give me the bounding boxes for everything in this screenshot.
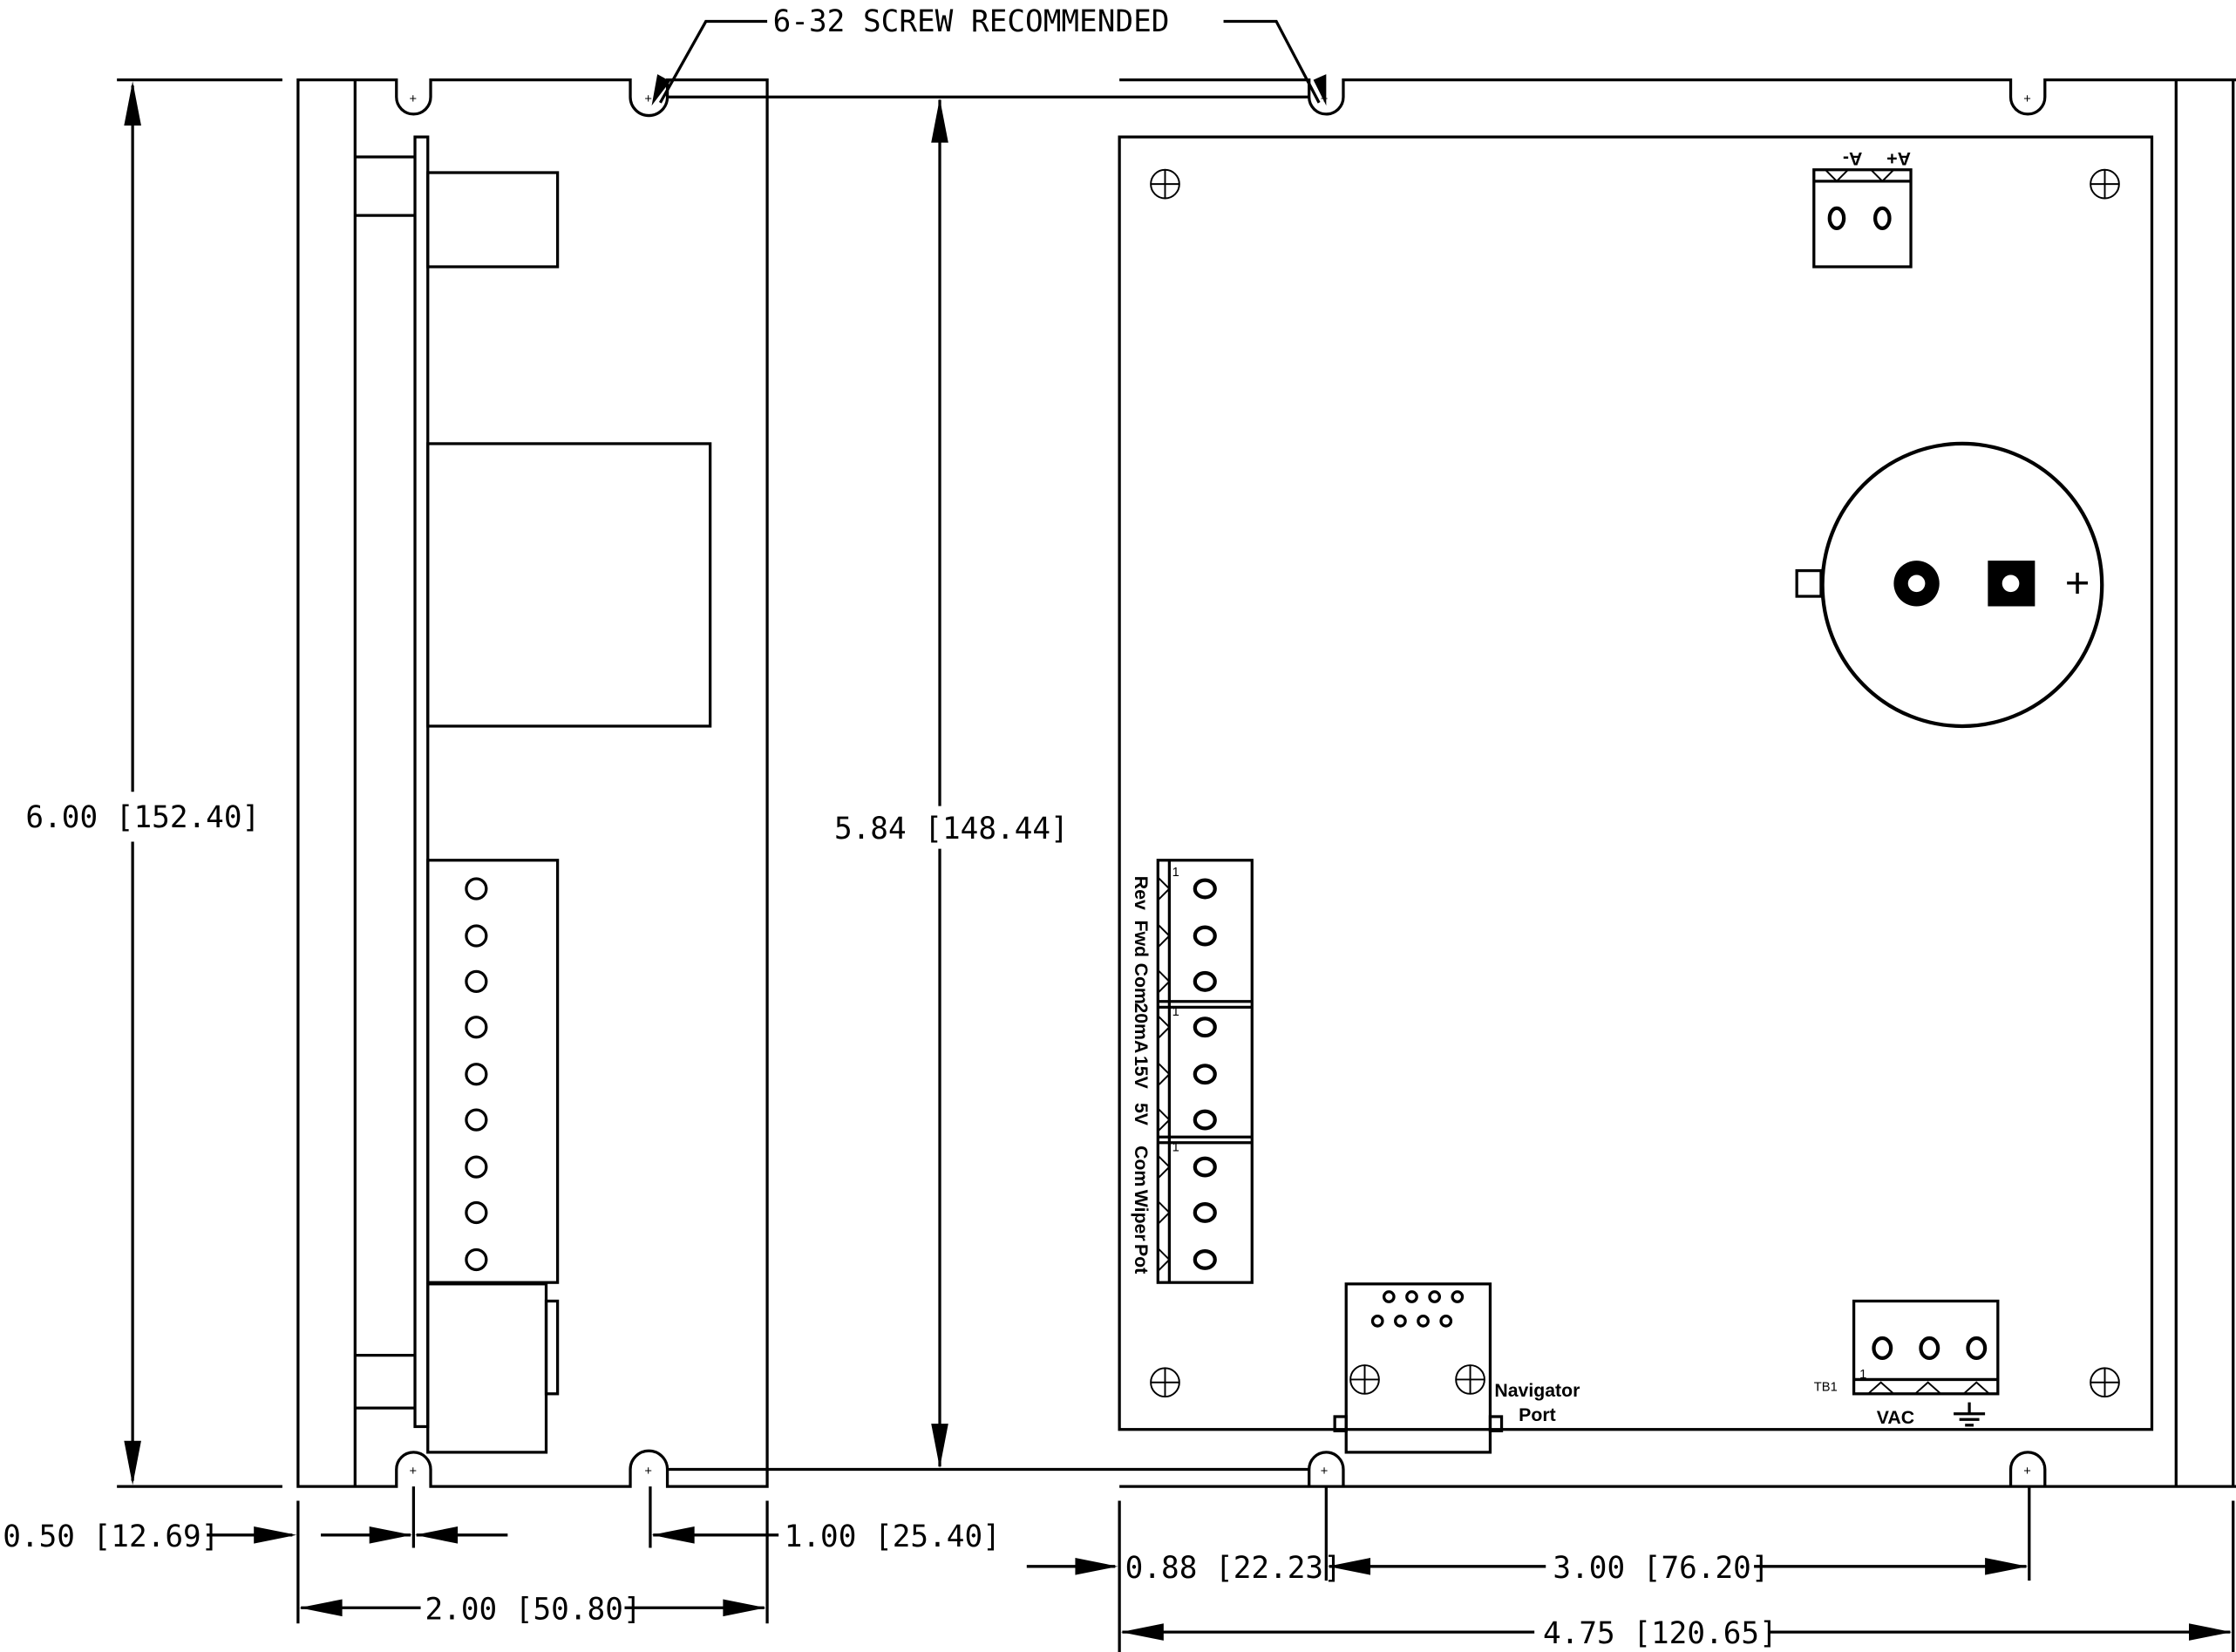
capacitor: + bbox=[1795, 441, 2104, 729]
label-20ma: 20mA bbox=[1131, 1003, 1152, 1053]
svg-text:+: + bbox=[2023, 1465, 2031, 1479]
dim-inner-height: 5.84 [148.44] bbox=[834, 812, 1069, 846]
screw-hole-marks: + + + + bbox=[409, 92, 652, 1479]
screw-note-text: 6-32 SCREW RECOMMENDED bbox=[773, 4, 1170, 39]
polarity-plus: + bbox=[2065, 561, 2090, 608]
component-block-top bbox=[426, 171, 560, 269]
svg-text:+: + bbox=[1321, 1465, 1329, 1479]
navigator-label: Navigator bbox=[1494, 1380, 1580, 1401]
terminal-strip: 1 1 1 bbox=[1131, 859, 1254, 1284]
screw-note: 6-32 SCREW RECOMMENDED bbox=[651, 4, 1327, 106]
dimension-lines: 6.00 [152.40] 5.84 [148.44] 0.50 [12.69]… bbox=[3, 78, 2235, 1652]
terminal-block-side bbox=[426, 859, 560, 1284]
mounting-hole-icon bbox=[1349, 1364, 1380, 1395]
terminal-tb1: TB1 1 VAC bbox=[1814, 1299, 2000, 1428]
terminal-screw-holes bbox=[1193, 878, 1217, 1270]
label-a-plus: A+ bbox=[1886, 148, 1911, 169]
label-wiper: Wiper bbox=[1131, 1190, 1152, 1241]
svg-text:1: 1 bbox=[1172, 1141, 1179, 1155]
mounting-hole-icon bbox=[2090, 168, 2120, 200]
dim-side-offset: 0.50 [12.69] bbox=[3, 1519, 219, 1554]
mounting-hole-icon bbox=[1150, 1367, 1180, 1398]
ground-icon bbox=[1954, 1402, 1986, 1427]
label-a-minus: A- bbox=[1843, 148, 1862, 169]
mounting-hole-icon bbox=[1150, 168, 1180, 200]
svg-text:+: + bbox=[409, 92, 417, 106]
label-com-2: Com bbox=[1131, 1146, 1152, 1186]
pcb-outline bbox=[1118, 135, 2154, 1431]
svg-text:+: + bbox=[644, 1465, 652, 1479]
terminal-teeth bbox=[1157, 876, 1171, 1272]
front-view: + + + + A- A+ bbox=[1118, 78, 2236, 1488]
port-label: Port bbox=[1519, 1404, 1555, 1425]
dim-side-hole-spacing: 1.00 [25.40] bbox=[785, 1519, 1001, 1554]
navigator-port: Navigator Port bbox=[1333, 1282, 1580, 1454]
svg-text:+: + bbox=[2023, 92, 2031, 106]
mounting-hole-icons bbox=[1150, 168, 2120, 1398]
svg-text:1: 1 bbox=[1172, 866, 1179, 880]
port-pins bbox=[1370, 1290, 1465, 1328]
vac-label: VAC bbox=[1877, 1407, 1914, 1428]
port-block-side bbox=[426, 1282, 548, 1454]
terminal-holes-side bbox=[465, 877, 488, 1272]
terminal-armature: A- A+ bbox=[1812, 148, 1913, 269]
component-block-middle bbox=[426, 442, 712, 728]
svg-text:+: + bbox=[409, 1465, 417, 1479]
label-15v: 15V bbox=[1131, 1056, 1152, 1090]
dim-overall-height: 6.00 [152.40] bbox=[25, 800, 260, 835]
dim-front-hole-spacing: 3.00 [76.20] bbox=[1553, 1551, 1769, 1586]
label-fwd: Fwd bbox=[1131, 921, 1152, 958]
dim-front-width: 4.75 [120.65] bbox=[1543, 1616, 1777, 1651]
dim-side-width: 2.00 [50.80] bbox=[425, 1592, 641, 1627]
label-rev: Rev bbox=[1131, 876, 1152, 910]
screw-hole-marks-front: + + + + bbox=[1321, 92, 2031, 1479]
svg-text:1: 1 bbox=[1172, 1005, 1179, 1019]
label-pot: Pot bbox=[1131, 1244, 1152, 1274]
svg-text:+: + bbox=[644, 92, 652, 106]
tb1-label: TB1 bbox=[1814, 1381, 1838, 1395]
mounting-hole-icon bbox=[1455, 1364, 1485, 1395]
side-view: + + + + bbox=[296, 78, 769, 1488]
mounting-hole-icon bbox=[2090, 1367, 2120, 1398]
svg-text:+: + bbox=[1321, 92, 1329, 106]
label-com: Com bbox=[1131, 963, 1152, 1004]
dim-front-offset: 0.88 [22.23] bbox=[1125, 1551, 1342, 1586]
tb1-pin1: 1 bbox=[1859, 1368, 1866, 1382]
label-5v: 5V bbox=[1131, 1103, 1152, 1126]
